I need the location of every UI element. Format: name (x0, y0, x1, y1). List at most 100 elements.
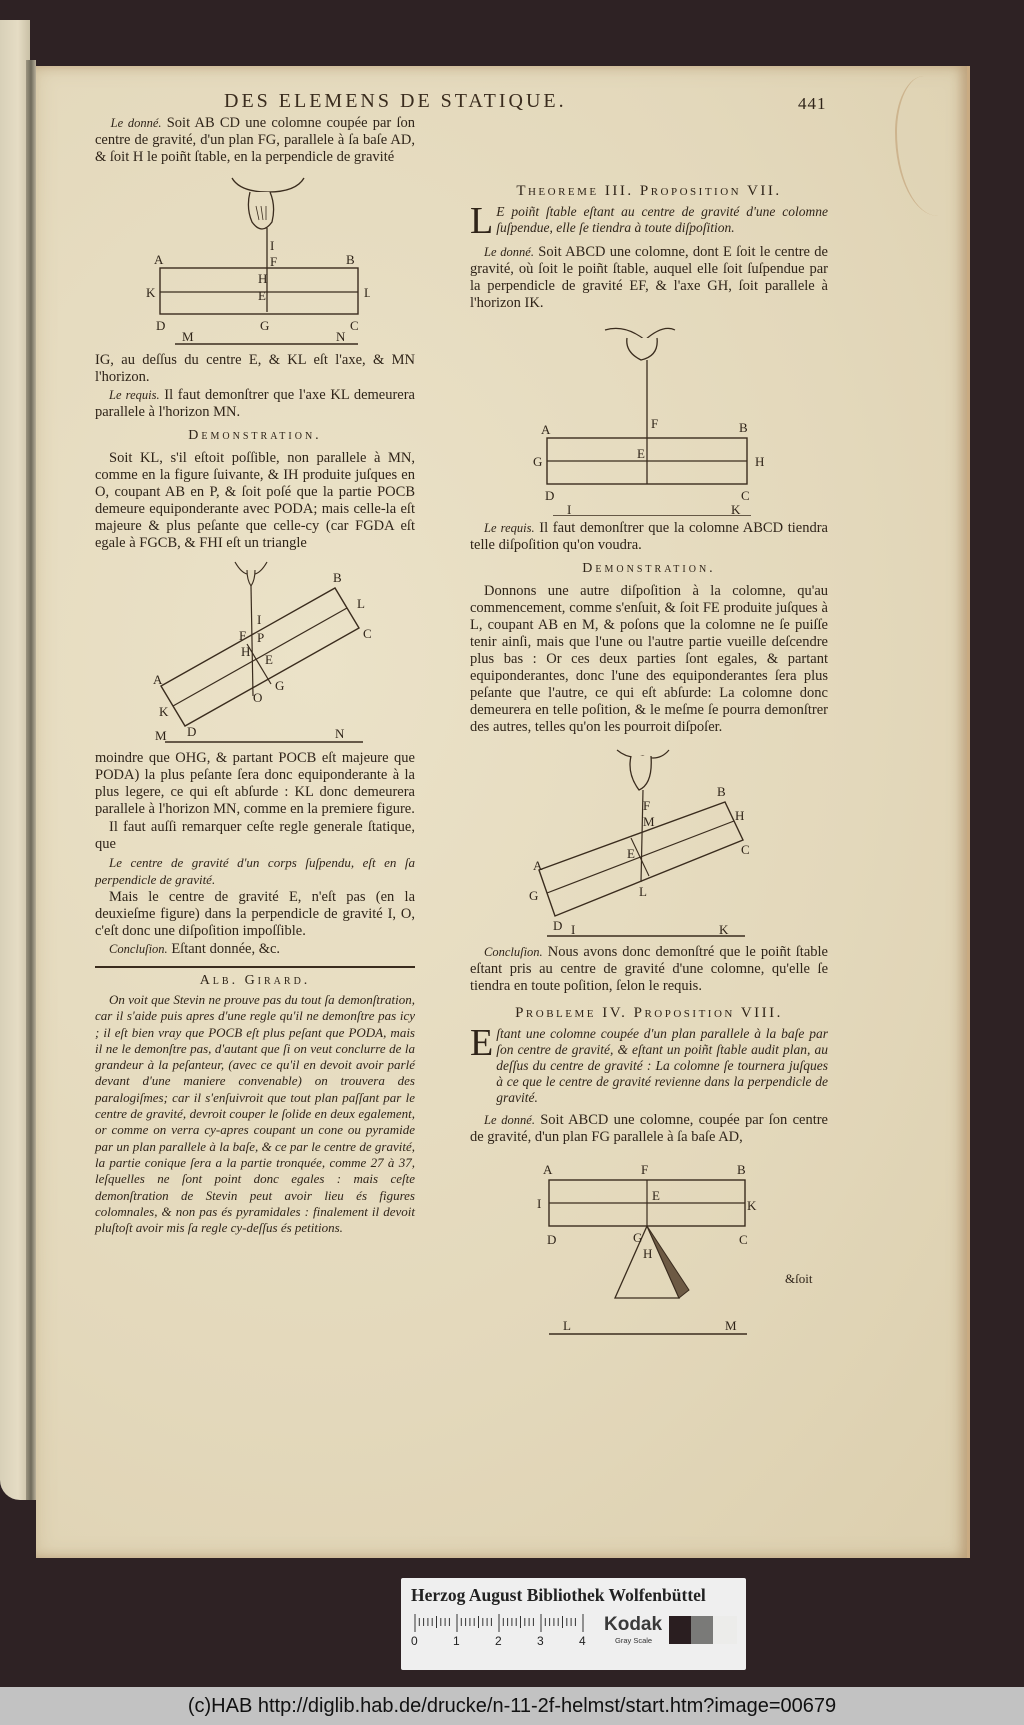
svg-text:D: D (545, 488, 554, 503)
facing-page-edge (0, 20, 30, 1500)
svg-text:C: C (350, 318, 359, 333)
figure-2-tilted-column: B L C I F P H E G O A K D M N (153, 561, 372, 743)
svg-text:L: L (364, 285, 370, 300)
svg-text:C: C (739, 1232, 748, 1247)
svg-text:E: E (652, 1188, 660, 1203)
svg-text:2: 2 (495, 1634, 502, 1646)
kodak-logo: Kodak (604, 1614, 663, 1635)
page-number: 441 (798, 94, 827, 113)
svg-text:L: L (639, 884, 647, 899)
svg-text:O: O (253, 690, 262, 705)
figure-3-suspended-column: F E A B G H D C I K (533, 327, 764, 516)
library-name: Herzog August Bibliothek Wolfenbüttel (411, 1585, 706, 1605)
continuation-paragraph: moindre que OHG, & partant POCB eſt maje… (95, 750, 415, 817)
conclusion-paragraph: Concluſion. Nous avons donc demonſtré qu… (470, 944, 828, 994)
copyright-footer: (c)HAB http://diglib.hab.de/drucke/n-11-… (0, 1687, 1024, 1725)
svg-text:G: G (633, 1230, 642, 1245)
svg-text:1: 1 (453, 1634, 460, 1646)
svg-text:I: I (571, 922, 575, 937)
gray-swatch-mid (691, 1616, 713, 1644)
svg-text:A: A (541, 422, 551, 437)
svg-text:F: F (641, 1162, 648, 1177)
catchword: &ſoit (785, 1271, 813, 1286)
svg-text:3: 3 (537, 1634, 544, 1646)
problem-heading: Probleme IV. Proposition VIII. (515, 1005, 783, 1021)
book-gutter (26, 60, 36, 1500)
water-stain (895, 76, 967, 216)
section-divider (95, 966, 415, 968)
requis-paragraph: Le requis. Il faut demonſtrer que l'axe … (95, 387, 415, 420)
girard-commentary: On voit que Stevin ne prouve pas du tout… (95, 992, 415, 1236)
given-paragraph: Le donné. Soit AB CD une colomne coupée … (95, 115, 415, 165)
general-rule: Le centre de gravité d'un corps ſuſpendu… (95, 855, 415, 887)
right-column: Theoreme III. Proposition VII. L E poiñ… (470, 183, 828, 1344)
svg-text:D: D (156, 318, 165, 333)
commentary-heading: Alb. Girard. (199, 973, 311, 988)
svg-text:H: H (755, 454, 764, 469)
running-head: DES ELEMENS DE STATIQUE. (224, 90, 567, 112)
svg-text:G: G (275, 678, 284, 693)
demonstration-paragraph: Donnons une autre diſpoſition à la colom… (470, 583, 828, 735)
svg-text:F: F (239, 628, 246, 643)
theorem-heading: Theoreme III. Proposition VII. (516, 183, 782, 199)
svg-text:H: H (735, 808, 744, 823)
svg-text:I: I (257, 612, 261, 627)
svg-text:H: H (241, 644, 250, 659)
svg-text:H: H (643, 1246, 652, 1261)
svg-text:D: D (553, 918, 562, 933)
svg-text:A: A (153, 672, 163, 687)
conclusion-paragraph: Concluſion. Eſtant donnée, &c. (109, 941, 281, 957)
svg-text:E: E (265, 652, 273, 667)
svg-text:I: I (537, 1196, 541, 1211)
requis-paragraph: Le requis. Il faut demonſtrer que la col… (470, 520, 828, 553)
svg-text:K: K (731, 502, 741, 516)
theorem-statement: L E poiñt ſtable eſtant au centre de gr… (470, 200, 828, 242)
svg-text:M: M (182, 329, 194, 344)
svg-text:I: I (270, 238, 274, 253)
svg-text:N: N (336, 329, 346, 344)
svg-text:D: D (547, 1232, 556, 1247)
svg-text:0: 0 (411, 1634, 418, 1646)
svg-text:K: K (747, 1198, 757, 1213)
svg-text:E: E (637, 446, 645, 461)
drop-cap-E: E (470, 1022, 494, 1064)
drop-cap-L: L (470, 200, 494, 242)
svg-text:I: I (567, 502, 571, 516)
svg-text:D: D (187, 724, 196, 739)
svg-text:B: B (737, 1162, 746, 1177)
gray-swatch-light (713, 1616, 737, 1644)
svg-text:F: F (643, 798, 650, 813)
figure-5-column-on-cone: A F B I E K D G H C L M (537, 1162, 757, 1335)
svg-text:M: M (155, 728, 167, 743)
svg-text:F: F (651, 416, 658, 431)
gray-swatch-dark (669, 1616, 691, 1644)
svg-text:L: L (357, 596, 365, 611)
figure-4-tilted-suspended-column: F M E L B H C A G D I K (529, 749, 750, 937)
svg-text:M: M (725, 1318, 737, 1333)
svg-text:B: B (333, 570, 342, 585)
svg-text:E: E (627, 846, 635, 861)
svg-text:A: A (533, 858, 543, 873)
svg-text:H: H (258, 271, 267, 286)
figure-1-caption-text: IG, au deſſus du centre E, & KL eſt l'ax… (95, 352, 415, 385)
given-paragraph-2: Le donné. Soit ABCD une colomne, coupée … (470, 1112, 828, 1145)
given-paragraph: Le donné. Soit ABCD une colomne, dont E … (470, 244, 828, 311)
figure-1-horizontal-column: I F H E A B K L D G C M N (146, 177, 370, 345)
library-scale-card: Herzog August Bibliothek Wolfenbüttel 0 … (401, 1578, 746, 1670)
svg-text:M: M (643, 814, 655, 829)
svg-text:C: C (741, 842, 750, 857)
demonstration-paragraph: Soit KL, s'il eſtoit poſſible, non paral… (95, 450, 415, 551)
left-column: Le donné. Soit AB CD une colomne coupée … (95, 115, 415, 1236)
kodak-gray-scale-label: Gray Scale (615, 1636, 653, 1645)
mais-paragraph: Mais le centre de gravité E, n'eſt pas (… (95, 889, 415, 939)
problem-statement: E ſtant une colomne coupée d'un plan par… (470, 1022, 828, 1105)
svg-text:E: E (258, 288, 266, 303)
svg-text:N: N (335, 726, 345, 741)
remark-paragraph: Il faut auſſi remarquer ceſte regle gene… (95, 819, 415, 852)
svg-text:4: 4 (579, 1634, 586, 1646)
demonstration-heading: Demonstration. (188, 428, 322, 443)
svg-text:B: B (717, 784, 726, 799)
svg-text:K: K (159, 704, 169, 719)
svg-text:G: G (260, 318, 269, 333)
demonstration-heading: Demonstration. (582, 561, 716, 576)
